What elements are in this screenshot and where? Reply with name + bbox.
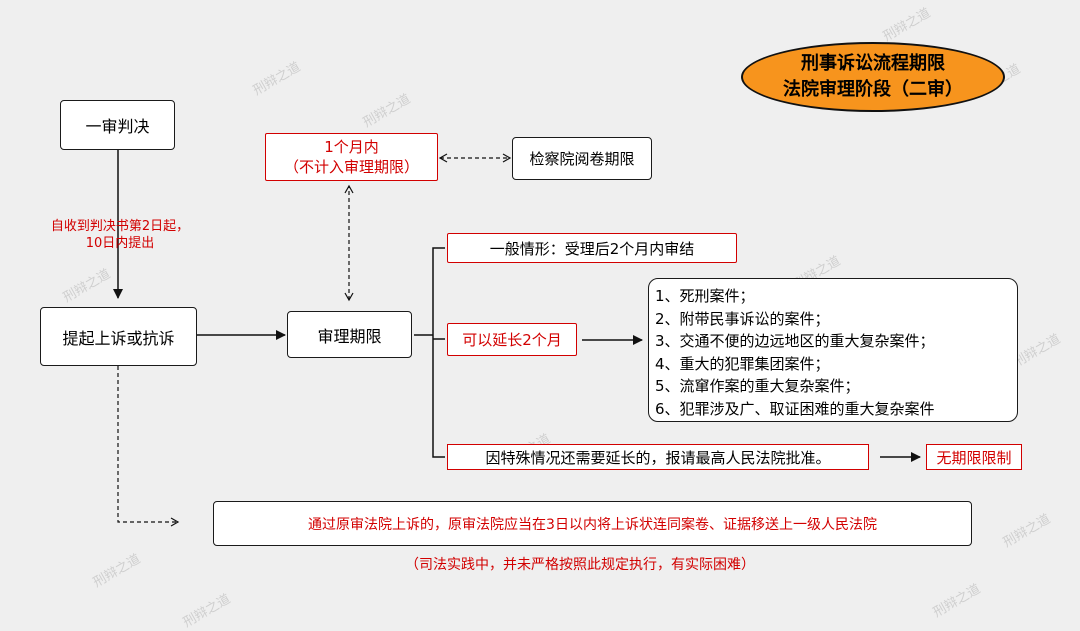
case-item: 1、死刑案件；: [655, 287, 755, 305]
dashed-appeal-to-transfer: [117, 366, 180, 527]
edge-label-deadline: 自收到判决书第2日起， 10日内提出: [30, 218, 210, 252]
node-extend: 可以延长2个月: [447, 323, 577, 356]
one-month-line1: 1个月内: [324, 138, 379, 156]
footnote: （司法实践中，并未严格按照此规定执行，有实际困难）: [405, 557, 755, 573]
case-item: 3、交通不便的边远地区的重大复杂案件；: [655, 332, 935, 350]
node-appeal: 提起上诉或抗诉: [40, 307, 197, 366]
node-procuratorate: 检察院阅卷期限: [512, 137, 652, 180]
node-one-month: 1个月内 （不计入审理期限）: [265, 133, 438, 181]
case-list: 1、死刑案件； 2、附带民事诉讼的案件； 3、交通不便的边远地区的重大复杂案件；…: [648, 278, 1018, 422]
title-line1: 刑事诉讼流程期限: [801, 53, 945, 74]
case-item: 2、附带民事诉讼的案件；: [655, 309, 830, 328]
case-item: 4、重大的犯罪集团案件；: [655, 354, 830, 373]
edge-label-line1: 自收到判决书第2日起，: [50, 219, 190, 234]
node-first-judgment: 一审判决: [60, 100, 175, 150]
case-item: 6、犯罪涉及广、取证困难的重大复杂案件: [655, 399, 935, 418]
bracket: [432, 247, 445, 458]
edge-label-line2: 10日内提出: [85, 236, 155, 251]
title-line2: 法院审理阶段（二审）: [783, 79, 963, 100]
case-item: 5、流窜作案的重大复杂案件；: [655, 377, 860, 395]
node-general: 一般情形：受理后2个月内审结: [447, 233, 737, 263]
node-special: 因特殊情况还需要延长的，报请最高人民法院批准。: [447, 444, 869, 470]
one-month-line2: （不计入审理期限）: [283, 158, 419, 176]
node-no-limit: 无期限限制: [926, 444, 1022, 470]
node-trial-period: 审理期限: [287, 311, 412, 358]
diagram-title: 刑事诉讼流程期限 法院审理阶段（二审）: [741, 42, 1005, 112]
node-transfer: 通过原审法院上诉的，原审法院应当在3日以内将上诉状连同案卷、证据移送上一级人民法…: [213, 501, 972, 546]
connectors: [113, 150, 921, 527]
